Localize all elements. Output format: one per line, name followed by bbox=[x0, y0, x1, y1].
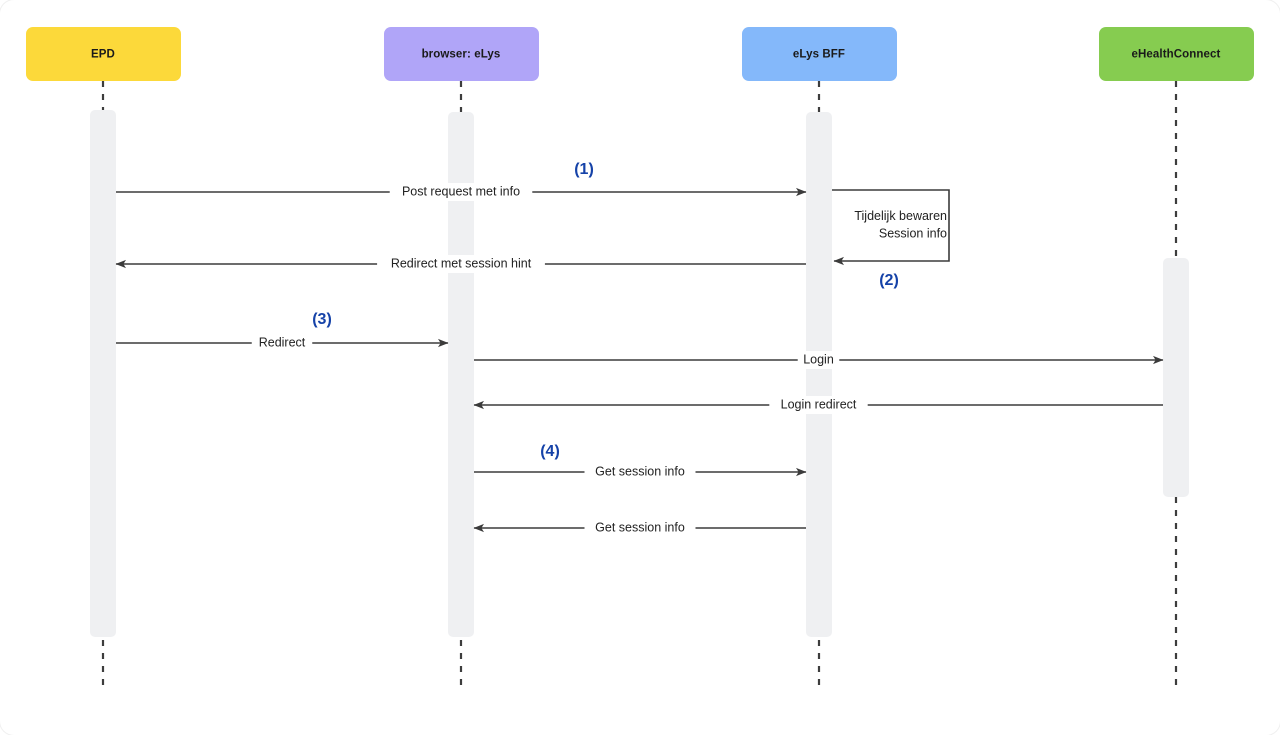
step-label-s3: (3) bbox=[312, 311, 332, 328]
message-m1[interactable]: Post request met info bbox=[116, 183, 807, 201]
activations-layer bbox=[90, 110, 1189, 637]
step-labels-layer: (1) (2) (3) (4) bbox=[312, 161, 899, 460]
activation-bar-ehc bbox=[1163, 258, 1189, 497]
participant-box-browser[interactable]: browser: eLys bbox=[384, 27, 539, 81]
message-label: Post request met info bbox=[402, 184, 520, 198]
participant-label-ehc: eHealthConnect bbox=[1132, 49, 1221, 61]
step-label-s2: (2) bbox=[879, 272, 899, 289]
message-label-backdrop bbox=[584, 519, 696, 537]
message-label-backdrop bbox=[797, 351, 840, 369]
message-label: Redirect met session hint bbox=[391, 256, 532, 270]
message-m3[interactable]: Redirect bbox=[116, 334, 449, 352]
message-label: Login bbox=[803, 352, 834, 366]
activation-bar-bff bbox=[806, 112, 832, 637]
message-label-backdrop bbox=[377, 255, 545, 273]
activation-bar-epd bbox=[90, 110, 116, 637]
self-message-label-line-1: Tijdelijk bewaren bbox=[854, 209, 947, 223]
message-m5[interactable]: Login redirect bbox=[473, 396, 1163, 414]
message-label-backdrop bbox=[584, 463, 696, 481]
participant-box-epd[interactable]: EPD bbox=[26, 27, 181, 81]
participant-label-epd: EPD bbox=[91, 49, 115, 61]
message-label-backdrop bbox=[389, 183, 533, 201]
participant-box-ehc[interactable]: eHealthConnect bbox=[1099, 27, 1254, 81]
message-m4[interactable]: Login bbox=[474, 351, 1164, 369]
participant-boxes-layer: EPD browser: eLys eLys BFF eHealthConnect bbox=[26, 27, 1254, 81]
message-label: Login redirect bbox=[781, 397, 857, 411]
message-label: Get session info bbox=[595, 520, 685, 534]
message-label-backdrop bbox=[251, 334, 313, 352]
message-m6[interactable]: Get session info bbox=[474, 463, 807, 481]
message-label: Get session info bbox=[595, 464, 685, 478]
message-m2[interactable]: Redirect met session hint bbox=[115, 255, 806, 273]
lifelines-layer bbox=[101, 81, 1178, 687]
self-message-path bbox=[832, 189, 950, 266]
step-label-s4: (4) bbox=[540, 443, 560, 460]
step-label-s1: (1) bbox=[574, 161, 594, 178]
message-m7[interactable]: Get session info bbox=[473, 519, 806, 537]
self-message-label-line-2: Session info bbox=[879, 226, 947, 240]
message-label: Redirect bbox=[259, 335, 306, 349]
participant-box-bff[interactable]: eLys BFF bbox=[742, 27, 897, 81]
participant-label-browser: browser: eLys bbox=[422, 49, 501, 61]
participant-label-bff: eLys BFF bbox=[793, 49, 845, 61]
message-label-backdrop bbox=[769, 396, 868, 414]
activation-bar-browser bbox=[448, 112, 474, 637]
